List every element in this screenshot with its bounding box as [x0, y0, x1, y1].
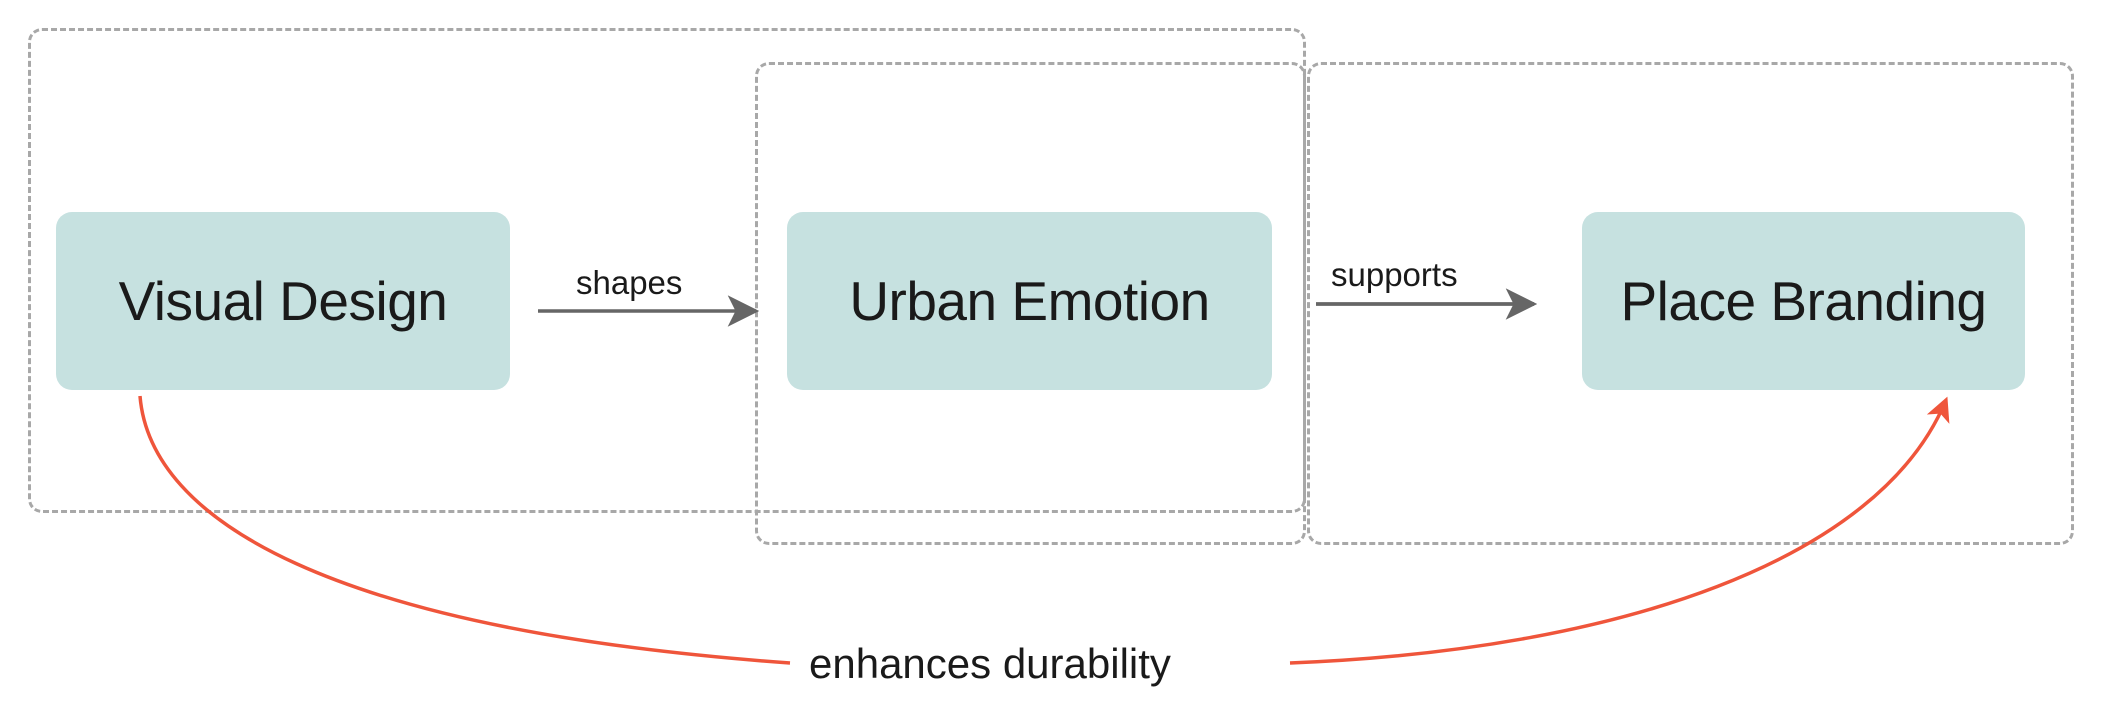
- edge-enhances-durability-label: enhances durability: [797, 638, 1183, 691]
- node-place-branding[interactable]: Place Branding: [1582, 212, 2025, 390]
- node-urban-emotion[interactable]: Urban Emotion: [787, 212, 1272, 390]
- node-urban-emotion-label: Urban Emotion: [849, 269, 1210, 332]
- node-visual-design-label: Visual Design: [118, 269, 448, 332]
- edge-shapes-label: shapes: [576, 264, 683, 301]
- node-place-branding-label: Place Branding: [1620, 269, 1987, 332]
- node-visual-design[interactable]: Visual Design: [56, 212, 510, 390]
- edge-supports-label: supports: [1331, 256, 1458, 293]
